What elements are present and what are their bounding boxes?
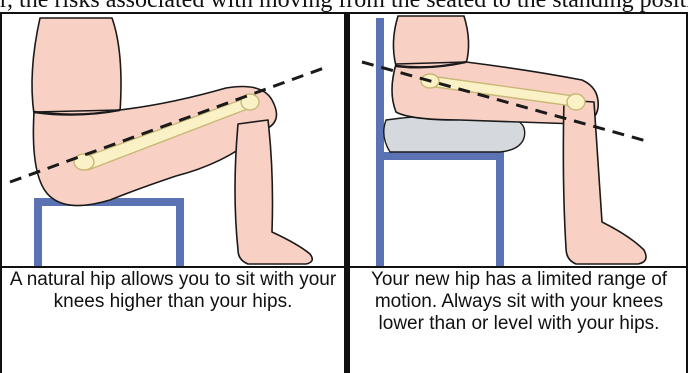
natural-hip-illustration xyxy=(0,12,344,266)
new-hip-illustration xyxy=(350,12,686,266)
natural-hip-caption: A natural hip allows you to sit with you… xyxy=(0,267,346,373)
stool xyxy=(34,198,184,266)
new-hip-caption: Your new hip has a limited range of moti… xyxy=(350,267,688,373)
comparison-diagram: A natural hip allows you to sit with you… xyxy=(0,12,688,373)
natural-hip-panel: A natural hip allows you to sit with you… xyxy=(0,12,346,373)
new-hip-panel: Your new hip has a limited range of moti… xyxy=(350,12,688,373)
seated-figure xyxy=(32,18,312,264)
